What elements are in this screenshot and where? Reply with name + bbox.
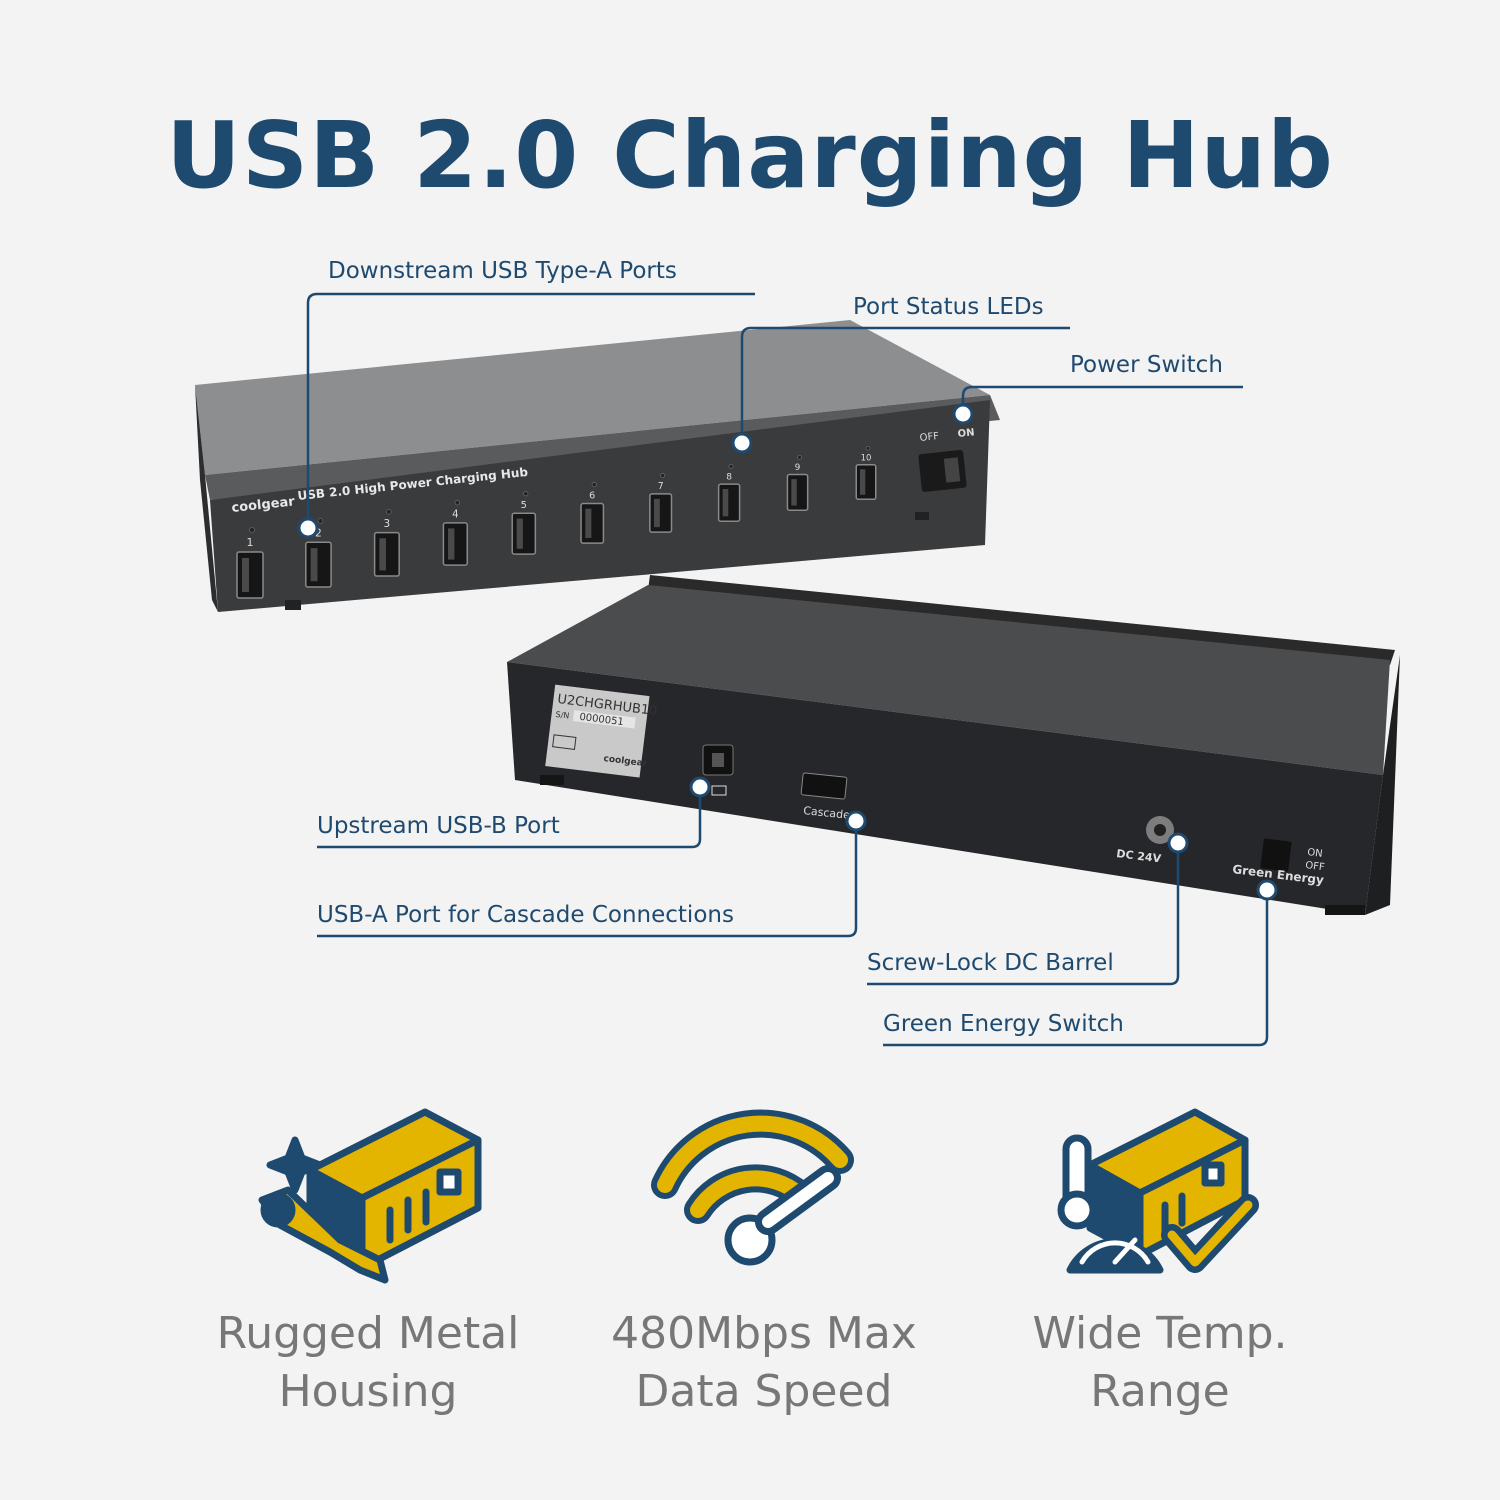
label-sn: 0000051 xyxy=(579,712,625,728)
port-number-label: 1 xyxy=(247,536,254,549)
feature-temperature-range: Wide Temp. Range xyxy=(980,1305,1340,1421)
port-status-led xyxy=(454,500,461,506)
usb-a-port[interactable] xyxy=(786,473,809,511)
usb-port-tongue xyxy=(860,469,866,495)
usb-port-tongue xyxy=(310,548,318,582)
front-brand: coolgear xyxy=(231,494,296,516)
switch-off-label: OFF xyxy=(919,431,940,444)
usb-a-port[interactable] xyxy=(305,541,332,588)
green-on-label: ON xyxy=(1307,847,1324,860)
switch-on-label: ON xyxy=(957,427,975,440)
port-status-led xyxy=(386,509,392,515)
port-number-label: 6 xyxy=(589,490,595,501)
port-status-led xyxy=(249,527,255,533)
callout-lines xyxy=(306,292,1269,1047)
port-status-led xyxy=(797,454,802,460)
feature-line: Range xyxy=(1090,1366,1230,1417)
port-status-led xyxy=(317,518,324,524)
label-sn-prefix: S/N xyxy=(555,710,570,721)
port-number-label: 7 xyxy=(658,481,664,492)
green-off-label: OFF xyxy=(1305,860,1326,873)
port-status-led xyxy=(591,482,597,488)
callout-power-switch: Power Switch xyxy=(1070,352,1223,378)
usb-a-port[interactable] xyxy=(236,551,264,599)
usb-port-tongue xyxy=(379,538,386,571)
usb-a-port[interactable] xyxy=(511,512,537,555)
feature-data-speed: 480Mbps Max Data Speed xyxy=(584,1305,944,1421)
usb-port-tongue xyxy=(516,518,523,549)
usb-a-port[interactable] xyxy=(717,483,741,522)
data-speed-icon xyxy=(651,1109,854,1266)
cascade-usb-port[interactable] xyxy=(800,772,848,800)
port-number-label: 8 xyxy=(726,472,732,482)
feature-line: Housing xyxy=(278,1366,458,1417)
hub-front-view: coolgear USB 2.0 High Power Charging Hub… xyxy=(195,320,1000,612)
rugged-housing-icon xyxy=(258,1108,482,1284)
usb-a-port[interactable] xyxy=(855,464,877,500)
usb-a-port[interactable] xyxy=(649,493,673,533)
usb-port-tongue xyxy=(654,498,660,528)
callout-port-status-leds: Port Status LEDs xyxy=(853,294,1044,320)
usb-a-port[interactable] xyxy=(442,522,468,566)
callout-upstream-port: Upstream USB-B Port xyxy=(317,813,560,839)
feature-rugged-housing: Rugged Metal Housing xyxy=(188,1305,548,1421)
green-energy-switch[interactable] xyxy=(1260,838,1292,872)
feature-line: Rugged Metal xyxy=(216,1308,520,1359)
port-number-label: 4 xyxy=(452,509,458,520)
cascade-label: Cascade xyxy=(803,804,851,822)
downstream-usb-ports: 1 2 3 4 5 6 7 8 9 10 xyxy=(236,445,877,599)
usb-port-tongue xyxy=(722,488,729,517)
temperature-range-icon xyxy=(1057,1108,1259,1274)
port-status-led xyxy=(660,473,666,478)
usb-a-port[interactable] xyxy=(580,502,605,544)
page-title: USB 2.0 Charging Hub xyxy=(166,102,1334,209)
feature-line: 480Mbps Max xyxy=(611,1308,917,1359)
usb-a-port[interactable] xyxy=(373,531,400,577)
port-status-led xyxy=(728,464,734,469)
usb-port-tongue xyxy=(585,508,592,538)
hub-back-view: U2CHGRHUB10 S/N 0000051 coolgear Cascade… xyxy=(507,575,1400,915)
port-status-led xyxy=(523,491,529,497)
port-number-label: 2 xyxy=(315,526,322,539)
port-number-label: 10 xyxy=(861,453,872,463)
port-number-label: 5 xyxy=(521,500,527,511)
port-number-label: 3 xyxy=(384,518,391,530)
callout-dc-barrel: Screw-Lock DC Barrel xyxy=(867,950,1114,976)
callout-green-energy-switch: Green Energy Switch xyxy=(883,1011,1124,1037)
feature-line: Wide Temp. xyxy=(1032,1308,1288,1359)
power-switch[interactable] xyxy=(918,449,967,492)
usb-port-tongue xyxy=(448,528,455,560)
feature-line: Data Speed xyxy=(635,1366,893,1417)
dc-label: DC 24V xyxy=(1116,847,1163,865)
callout-cascade-port: USB-A Port for Cascade Connections xyxy=(317,902,734,928)
callout-dots xyxy=(297,403,1278,901)
usb-port-tongue xyxy=(791,479,797,506)
port-number-label: 9 xyxy=(795,463,801,473)
port-status-led xyxy=(865,445,871,451)
usb-port-tongue xyxy=(242,558,249,592)
product-label xyxy=(545,684,650,778)
callout-downstream-ports: Downstream USB Type-A Ports xyxy=(328,258,677,284)
